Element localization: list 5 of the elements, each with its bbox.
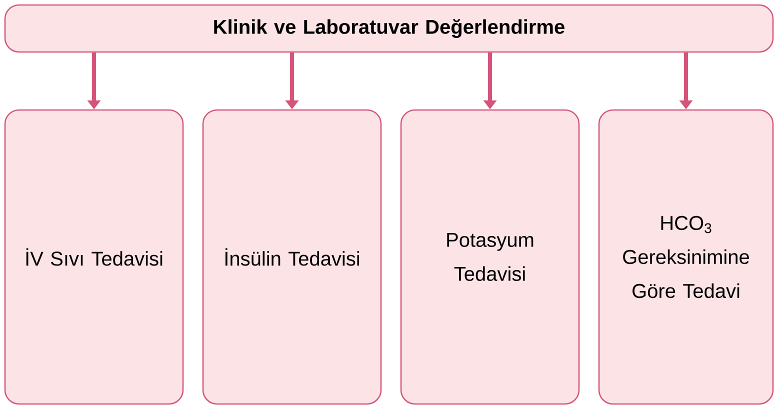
treatment-box: HCO$_{3}$ Gereksinimine Göre Tedavi: [598, 109, 774, 405]
treatment-box: İnsülin Tedavisi: [202, 109, 382, 405]
heading-box: Klinik ve Laboratuvar Değerlendirme: [4, 4, 774, 53]
treatment-box: Potasyum Tedavisi: [400, 109, 580, 405]
treatment-box: İV Sıvı Tedavisi: [4, 109, 184, 405]
